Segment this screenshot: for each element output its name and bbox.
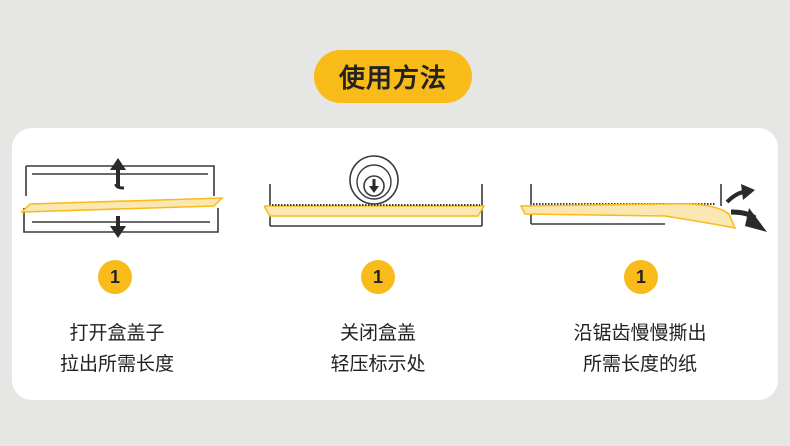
step-caption-line: 拉出所需长度 bbox=[59, 353, 174, 375]
step-caption: 沿锯齿慢慢撕出 所需长度的纸 bbox=[510, 318, 770, 380]
step-number-badge: 1 bbox=[361, 260, 395, 294]
step-caption: 关闭盒盖 轻压标示处 bbox=[248, 318, 508, 380]
press-mark-icon bbox=[349, 155, 399, 205]
step-number-badge: 1 bbox=[98, 260, 132, 294]
paper-sheet bbox=[519, 202, 737, 230]
tear-arrow-down-icon bbox=[730, 208, 767, 232]
arrow-down-icon bbox=[110, 216, 126, 238]
box-lid-top bbox=[26, 165, 215, 196]
close-lid-illustration bbox=[264, 155, 486, 227]
tear-arrow-up-icon bbox=[725, 184, 755, 204]
step-caption-line: 轻压标示处 bbox=[330, 353, 426, 375]
step-caption-line: 关闭盒盖 bbox=[339, 322, 416, 344]
paper-sheet bbox=[20, 197, 224, 213]
page-title: 使用方法 bbox=[314, 50, 472, 103]
arrow-up-icon bbox=[110, 158, 126, 190]
paper-sheet bbox=[264, 205, 486, 217]
step-number-badge: 1 bbox=[624, 260, 658, 294]
open-lid-illustration bbox=[20, 158, 224, 238]
step-caption: 打开盒盖子 拉出所需长度 bbox=[0, 318, 247, 380]
step-caption-line: 打开盒盖子 bbox=[69, 322, 165, 344]
step-caption-line: 沿锯齿慢慢撕出 bbox=[573, 322, 707, 344]
step-caption-line: 所需长度的纸 bbox=[582, 353, 697, 375]
tear-paper-illustration bbox=[519, 184, 767, 232]
